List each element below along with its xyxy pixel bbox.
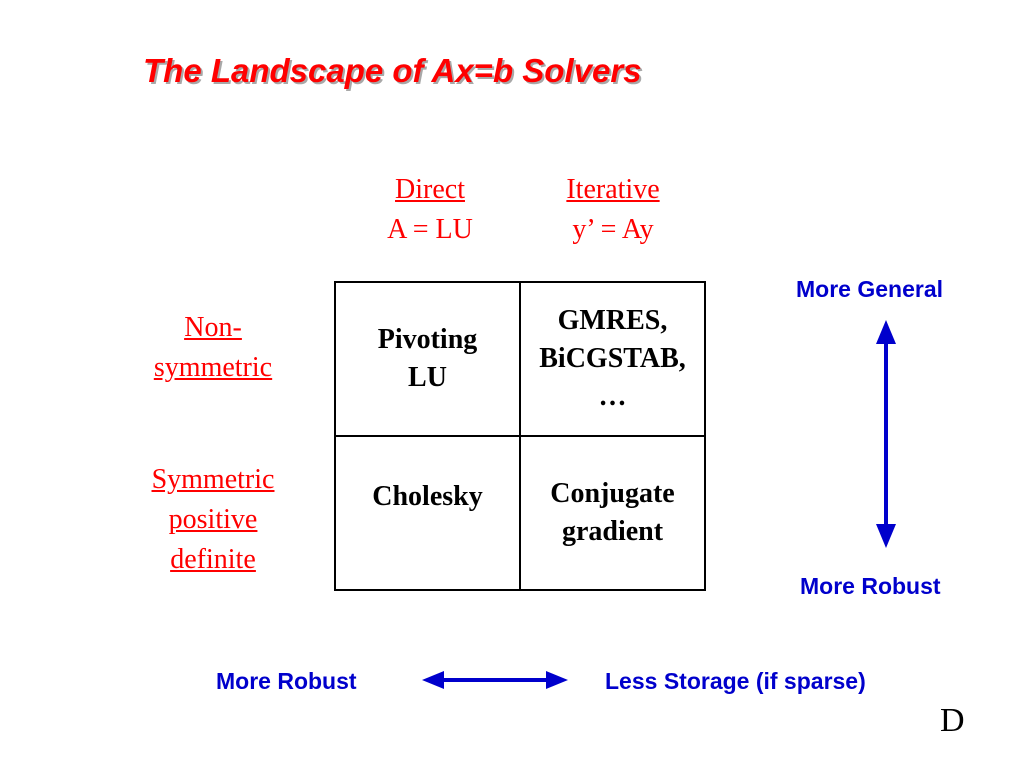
cell-pivoting-lu: Pivoting LU <box>336 283 519 435</box>
label-more-general: More General <box>796 276 943 302</box>
column-label-iterative: Iterative <box>566 174 660 205</box>
horizontal-double-arrow-icon <box>422 671 568 689</box>
row-label-line: definite <box>170 544 256 575</box>
cell-cholesky: Cholesky <box>336 437 519 557</box>
label-more-robust-vertical: More Robust <box>800 573 941 599</box>
row-label-line: positive <box>168 504 258 535</box>
column-formula-direct: A = LU <box>387 214 473 245</box>
row-label-line: Non- <box>184 312 242 343</box>
cell-line: GMRES, <box>557 305 668 336</box>
cell-line: … <box>598 381 627 412</box>
cell-gmres-bicgstab: GMRES, BiCGSTAB, … <box>521 283 704 435</box>
row-header-spd: Symmetric positive definite <box>128 460 298 580</box>
cell-line: BiCGSTAB, <box>539 343 686 374</box>
column-header-iterative: Iterative y’ = Ay <box>538 170 688 250</box>
cell-line: Cholesky <box>372 481 483 512</box>
slide-title: The Landscape of Ax=b Solvers <box>143 52 642 89</box>
cell-line: Conjugate <box>550 478 675 509</box>
grid-horizontal-divider <box>334 435 706 437</box>
cell-line: gradient <box>561 516 664 547</box>
column-formula-iterative: y’ = Ay <box>572 214 654 245</box>
row-label-line: Symmetric <box>151 464 275 495</box>
cell-line: Pivoting <box>377 324 478 355</box>
row-header-nonsymmetric: Non- symmetric <box>128 308 298 388</box>
slide-corner-mark: D <box>940 702 965 739</box>
label-less-storage: Less Storage (if sparse) <box>605 668 866 694</box>
cell-conjugate-gradient: Conjugate gradient <box>521 437 704 593</box>
row-label-line: symmetric <box>153 352 273 383</box>
column-header-direct: Direct A = LU <box>360 170 500 250</box>
column-label-direct: Direct <box>395 174 465 205</box>
cell-line: LU <box>408 362 447 393</box>
vertical-double-arrow-icon <box>876 320 896 548</box>
label-more-robust-horizontal: More Robust <box>216 668 357 694</box>
